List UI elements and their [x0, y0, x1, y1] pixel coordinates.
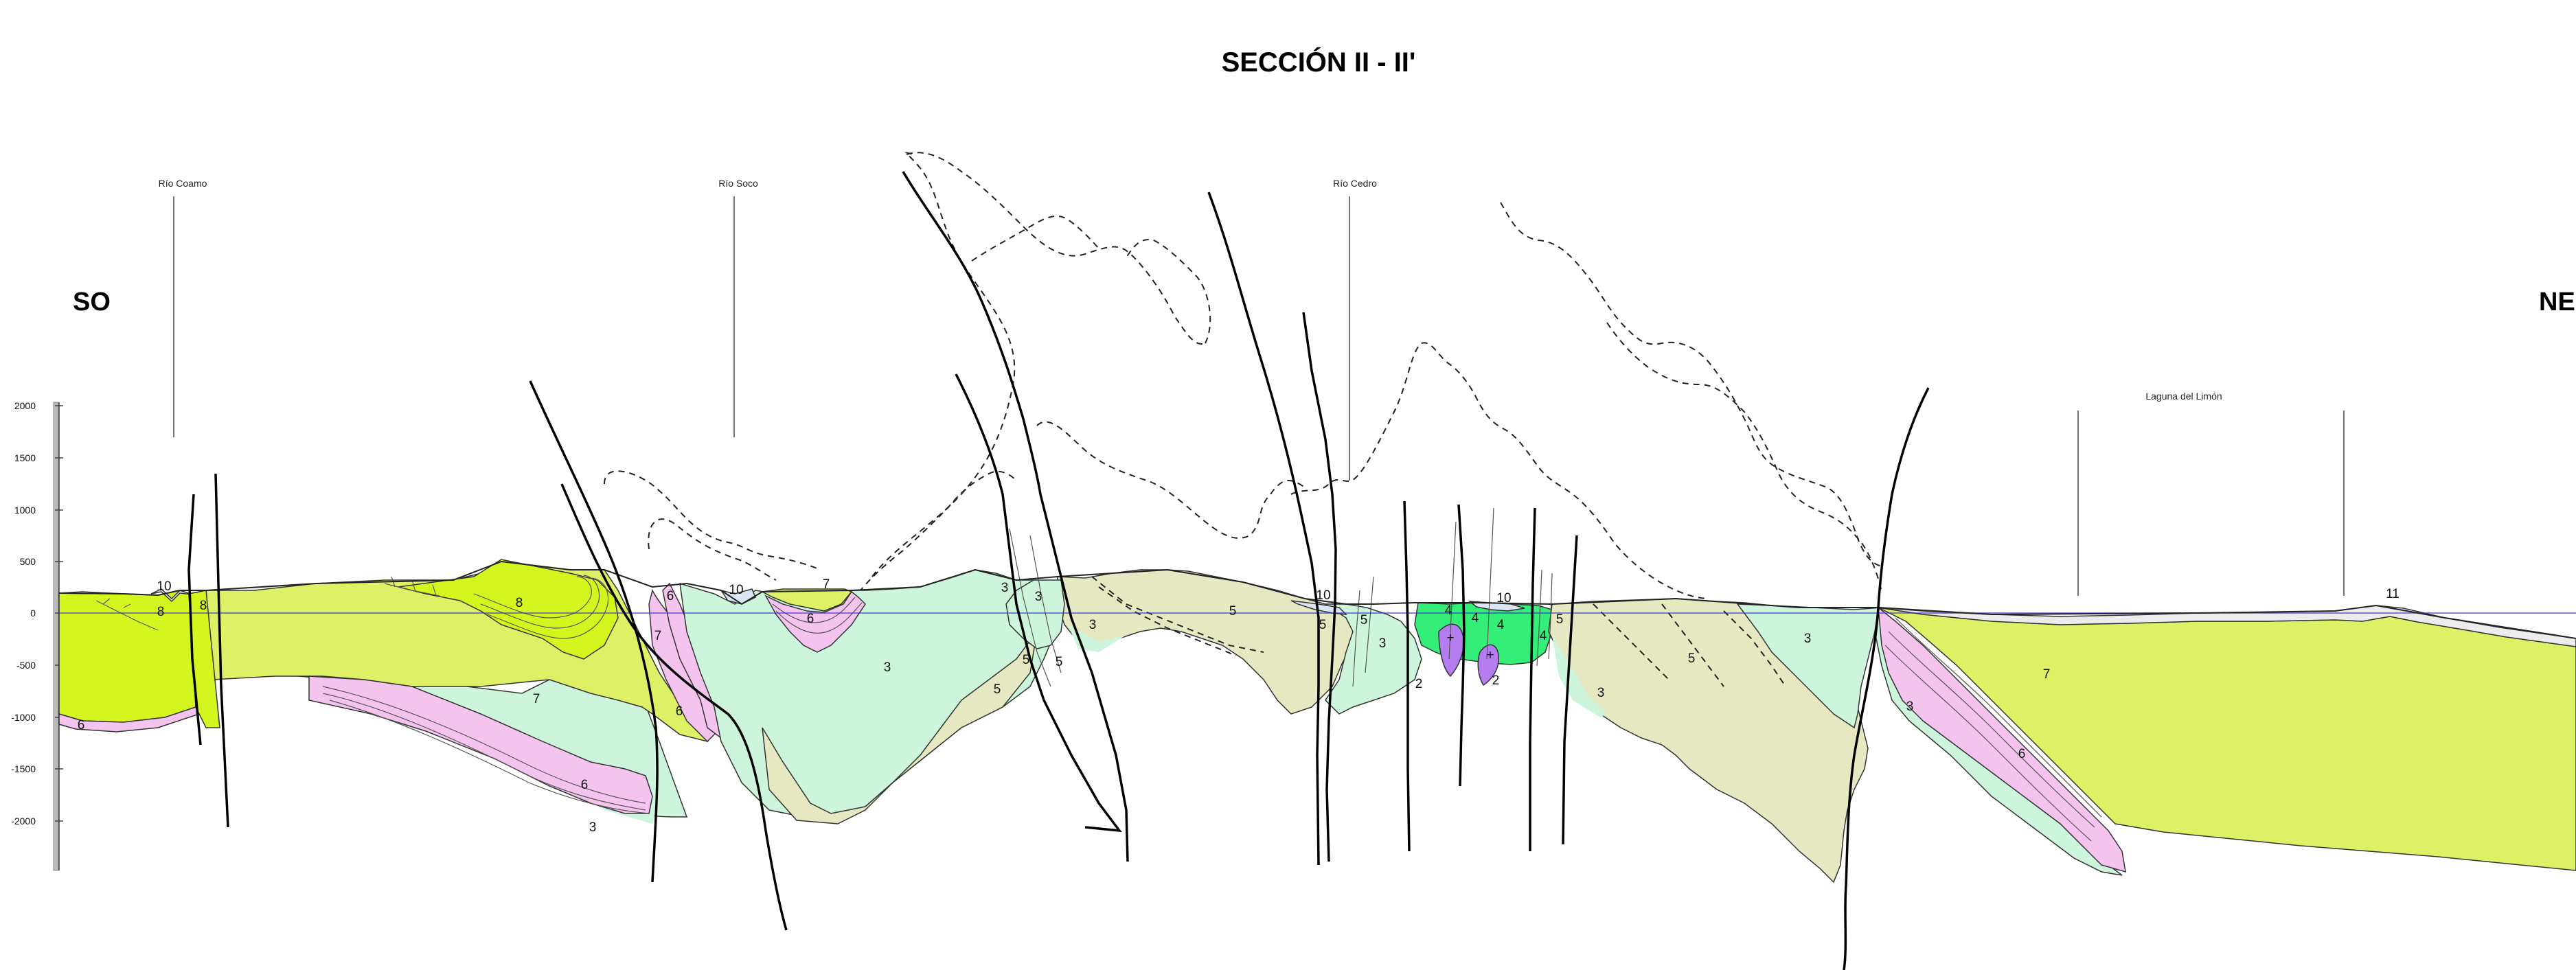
- unit-label: 6: [807, 612, 814, 626]
- bedding-lines: [95, 507, 2102, 842]
- unit-label: 4: [1497, 618, 1505, 632]
- unit-6-body: [308, 675, 653, 814]
- unit-label: 6: [581, 778, 589, 792]
- section-title: SECCIÓN II - II': [1222, 46, 1416, 78]
- eroded-reconstruction-dashed-lines: [604, 152, 1882, 601]
- fault-line: [1302, 312, 1337, 862]
- bedding-dash-marks: [1091, 576, 1786, 687]
- elevation-scale-bar: [53, 402, 59, 871]
- place-label-laguna-del-limon: Laguna del Limón: [2145, 391, 2222, 402]
- unit-label: 3: [1001, 581, 1009, 595]
- fault-line: [1562, 535, 1578, 845]
- unit-6-body: [1878, 606, 2126, 873]
- faults: [187, 171, 1930, 970]
- unit-label: 3: [1035, 590, 1042, 604]
- unit-label: 2: [1415, 677, 1423, 691]
- elevation-tick-label: -1000: [11, 712, 36, 723]
- unit-label: 6: [676, 704, 683, 719]
- elevation-tick-label: 0: [30, 608, 36, 619]
- orientation-right-label: NE: [2539, 288, 2575, 316]
- unit-3-body: [1005, 579, 1065, 649]
- elevation-tick-label: 1000: [14, 505, 36, 516]
- fault-line: [187, 494, 202, 746]
- intrusion-plus-marker: +: [1486, 648, 1494, 662]
- unit-label: 6: [2018, 747, 2026, 761]
- unit-label: 6: [78, 718, 85, 732]
- unit-label: 5: [994, 682, 1001, 697]
- unit-3-body: [1552, 635, 1607, 717]
- elevation-tick-label: 1500: [14, 452, 36, 463]
- unit-label: 3: [1089, 618, 1097, 632]
- unit-label: 7: [2043, 667, 2051, 682]
- unit-2-body: [1438, 623, 1464, 678]
- unit-label: 5: [1056, 655, 1063, 669]
- unit-labels: 10 8 8 6 8 7 6 6 7 6 3 10 7 6 3 5 3 3 5 …: [78, 577, 2400, 835]
- topographic-surface: [58, 560, 2576, 639]
- unit-11-body: [1878, 605, 2576, 647]
- unit-2-body: [1477, 644, 1499, 686]
- unit-label: 3: [1906, 700, 1914, 714]
- elevation-tick-label: -500: [16, 660, 36, 671]
- place-marker-rio-soco: Río Soco: [718, 178, 758, 437]
- unit-label: 4: [1540, 629, 1547, 643]
- unit-label: 8: [157, 605, 165, 619]
- unit-label: 5: [1360, 613, 1368, 627]
- unit-label: 5: [1688, 651, 1696, 666]
- unit-label: 5: [1319, 618, 1327, 632]
- unit-label: 8: [200, 599, 207, 613]
- unit-label: 7: [533, 692, 540, 706]
- fault-line: [1529, 507, 1536, 851]
- unit-5-body: [1057, 569, 1360, 715]
- unit-label: 11: [2386, 587, 2400, 601]
- fault-line: [214, 473, 229, 828]
- unit-10-body: [1290, 600, 1348, 615]
- unit-label: 6: [667, 589, 674, 603]
- unit-label: 3: [1597, 686, 1605, 700]
- unit-label: 10: [157, 579, 171, 594]
- elevation-tick-label: -1500: [11, 763, 36, 774]
- unit-3-body: [1736, 603, 1883, 729]
- place-marker-rio-cedro: Río Cedro: [1333, 178, 1377, 481]
- unit-label: 10: [729, 583, 743, 597]
- unit-label: 5: [1229, 604, 1237, 619]
- place-marker-rio-coamo: Río Coamo: [159, 178, 207, 437]
- fault-line: [560, 483, 788, 931]
- unit-label: 7: [823, 577, 830, 592]
- unit-label: 3: [884, 660, 891, 675]
- unit-label: 5: [1023, 653, 1030, 667]
- fault-line: [1843, 387, 1930, 970]
- elevation-tick-label: 2000: [14, 400, 36, 411]
- fault-line: [1457, 504, 1466, 787]
- elevation-scale: 2000 1500 1000 500 0 -500 -1000 -1500 -2…: [11, 400, 63, 871]
- unit-label: 7: [654, 629, 662, 643]
- place-label-rio-coamo: Río Coamo: [159, 178, 207, 189]
- unit-label: 10: [1496, 591, 1511, 605]
- unit-label: 3: [1379, 636, 1387, 651]
- unit-label: 3: [1804, 632, 1812, 646]
- orientation-left-label: SO: [73, 288, 111, 316]
- fault-line: [1207, 192, 1320, 866]
- place-label-rio-cedro: Río Cedro: [1333, 178, 1377, 189]
- unit-8-body: [398, 559, 619, 660]
- geologic-units: [58, 559, 2576, 884]
- intrusion-plus-marker: +: [1446, 631, 1454, 645]
- unit-label: 5: [1556, 612, 1564, 627]
- elevation-tick-label: -2000: [11, 816, 36, 827]
- unit-label: 3: [589, 820, 597, 835]
- place-label-rio-soco: Río Soco: [718, 178, 758, 189]
- unit-label: 8: [516, 596, 523, 610]
- fault-line: [955, 373, 1122, 833]
- unit-label: 2: [1492, 673, 1500, 688]
- unit-label: 4: [1472, 611, 1479, 625]
- fault-line: [902, 171, 1129, 862]
- unit-8-body: [58, 590, 200, 723]
- unit-label: 4: [1445, 603, 1452, 618]
- unit-7-body: [760, 588, 853, 612]
- unit-label: 10: [1316, 588, 1330, 603]
- fault-line: [1403, 500, 1411, 852]
- elevation-tick-label: 500: [20, 556, 36, 567]
- unit-6-body: [764, 590, 866, 653]
- place-marker-laguna-del-limon: Laguna del Limón: [2077, 391, 2345, 596]
